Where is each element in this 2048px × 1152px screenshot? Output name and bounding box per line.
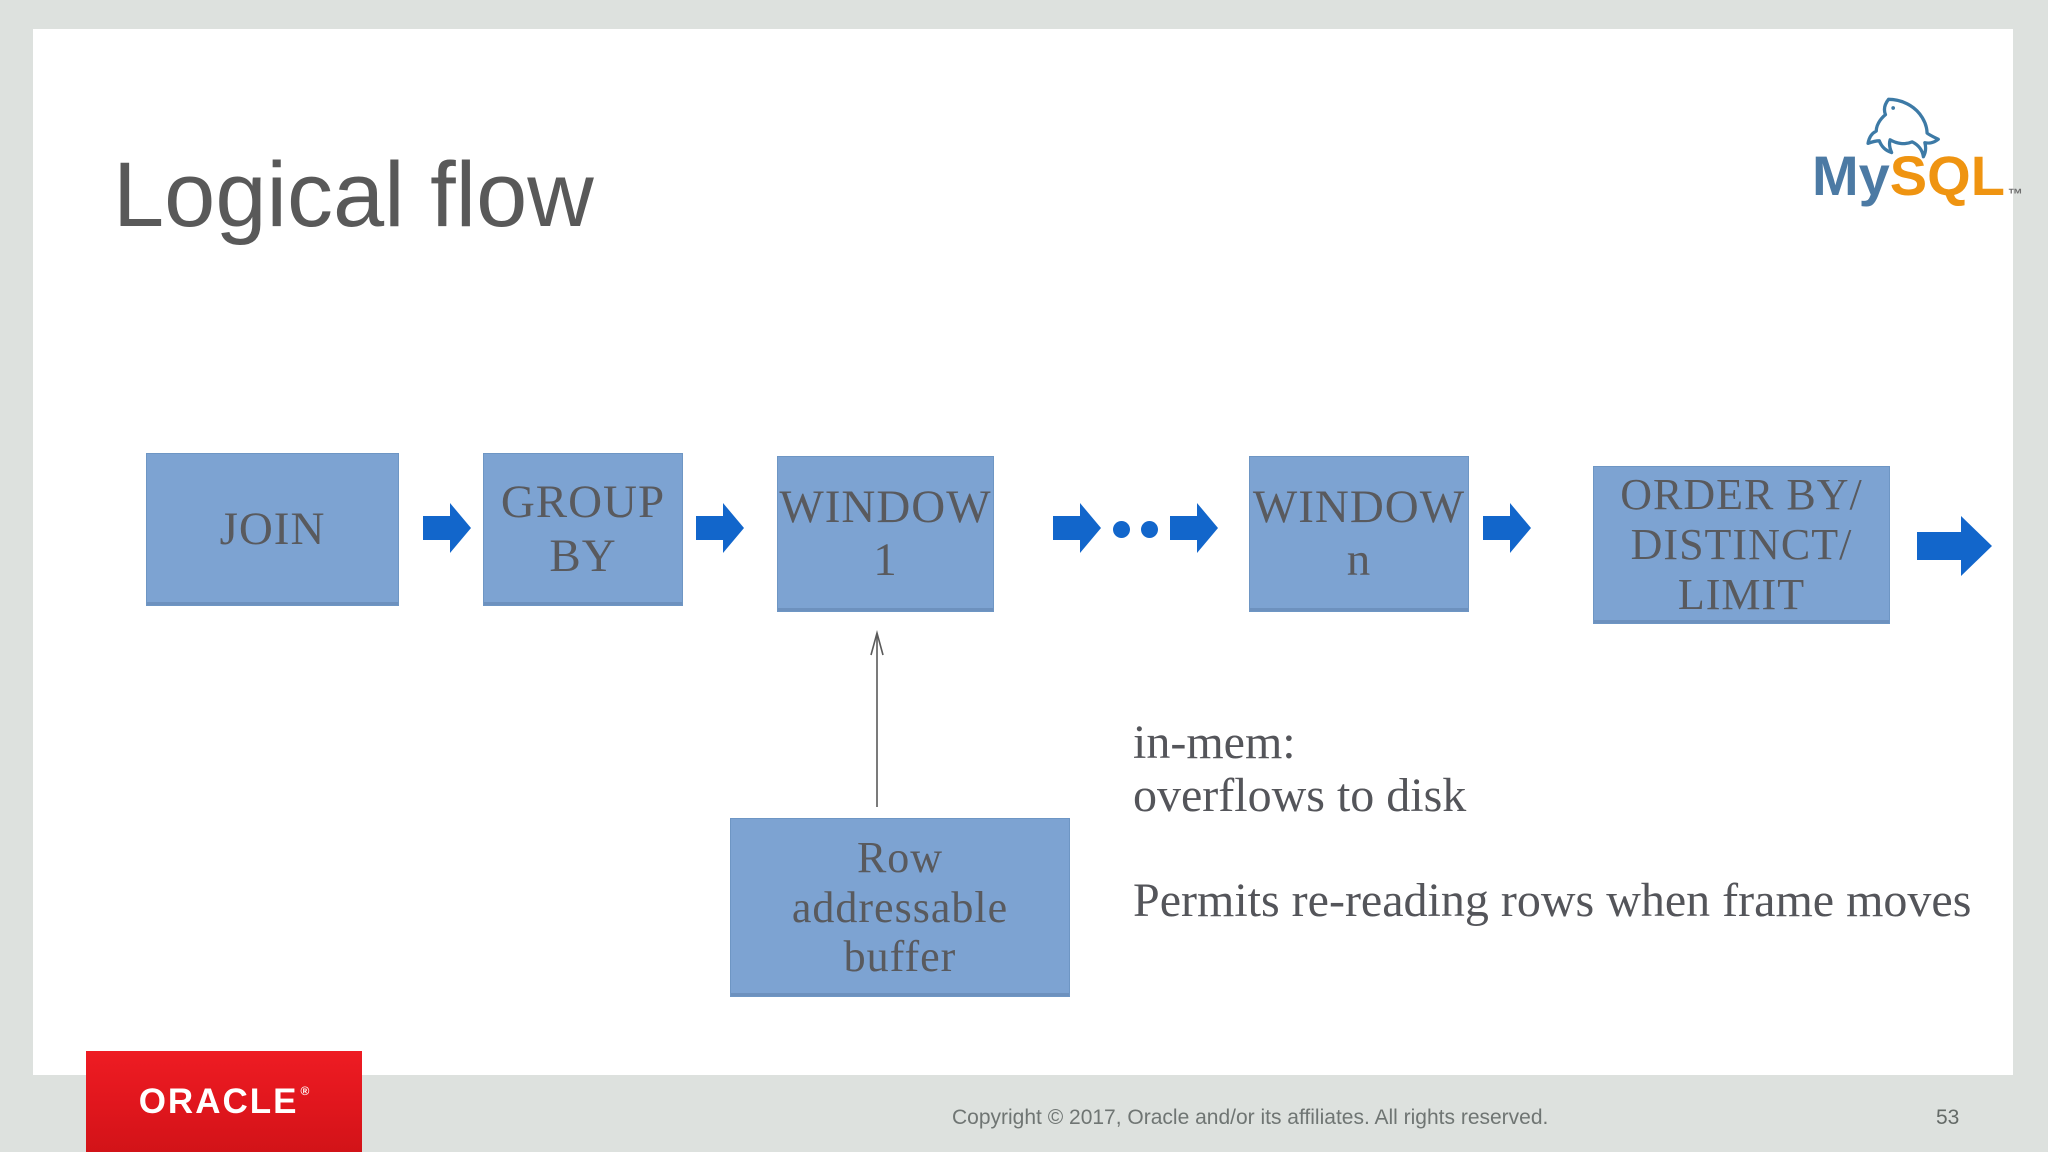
buffer-to-window-arrow-icon: [870, 629, 884, 807]
mysql-wordmark-my: My: [1812, 144, 1890, 207]
flow-output-arrow-icon: [1917, 516, 1992, 576]
flow-box-window-n: WINDOW n: [1249, 456, 1469, 612]
flow-box-label: ORDER BY/ DISTINCT/ LIMIT: [1620, 470, 1863, 619]
flow-box-label: GROUP BY: [500, 476, 666, 582]
flow-box-join: JOIN: [146, 453, 399, 606]
flow-arrow-icon: [696, 503, 744, 553]
flow-box-label: JOIN: [219, 502, 326, 555]
note-permits-rereading: Permits re-reading rows when frame moves: [1133, 874, 1972, 927]
flow-arrow-icon: [1053, 503, 1101, 553]
flow-arrow-icon: [1483, 503, 1531, 553]
flow-box-label: WINDOW 1: [779, 480, 992, 586]
note-buffer-memory: in-mem: overflows to disk: [1133, 716, 1467, 822]
flow-box-window-1: WINDOW 1: [777, 456, 994, 612]
mysql-trademark-symbol: ™: [2007, 186, 2023, 203]
page-number: 53: [1936, 1106, 1960, 1129]
oracle-logo: ORACLE®: [86, 1051, 362, 1152]
mysql-wordmark-sql: SQL: [1889, 144, 2005, 207]
flow-box-order-by-distinct-limit: ORDER BY/ DISTINCT/ LIMIT: [1593, 466, 1890, 624]
row-addressable-buffer-box: Row addressable buffer: [730, 818, 1070, 997]
oracle-wordmark-text: ORACLE: [138, 1081, 299, 1121]
flow-arrow-icon: [423, 503, 471, 553]
mysql-dolphin-icon: [1866, 97, 1940, 159]
footer-copyright: Copyright © 2017, Oracle and/or its affi…: [952, 1106, 1549, 1129]
flow-ellipsis-dot: [1113, 521, 1130, 538]
flow-ellipsis-dot: [1141, 521, 1158, 538]
oracle-wordmark: ORACLE®: [139, 1082, 310, 1122]
flow-box-group-by: GROUP BY: [483, 453, 683, 606]
page-title: Logical flow: [113, 144, 594, 246]
oracle-registered-symbol: ®: [300, 1083, 312, 1098]
buffer-box-label: Row addressable buffer: [791, 832, 1009, 982]
flow-arrow-icon: [1170, 503, 1218, 553]
flow-box-label: WINDOW n: [1252, 480, 1466, 586]
